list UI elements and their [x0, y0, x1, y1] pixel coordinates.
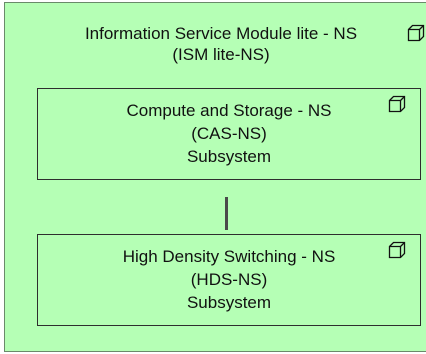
ism-lite-ns-container[interactable]: Information Service Module lite - NS (IS…	[4, 2, 426, 352]
cas-ns-node[interactable]: Compute and Storage - NS (CAS-NS) Subsys…	[37, 88, 421, 180]
hds-ns-abbrev: (HDS-NS)	[190, 270, 268, 289]
hds-ns-label: High Density Switching - NS (HDS-NS) Sub…	[62, 245, 396, 314]
cube-icon	[388, 241, 406, 259]
cube-icon	[407, 24, 425, 42]
cube-icon	[388, 95, 406, 113]
container-title-line2: (ISM lite-NS)	[172, 45, 270, 64]
composition-connector[interactable]	[225, 197, 228, 230]
container-title-line1: Information Service Module lite - NS	[84, 24, 358, 43]
hds-ns-name: High Density Switching - NS	[122, 247, 336, 266]
cas-ns-abbrev: (CAS-NS)	[191, 124, 267, 143]
container-title: Information Service Module lite - NS (IS…	[35, 23, 407, 65]
hds-ns-type: Subsystem	[186, 293, 272, 312]
hds-ns-node[interactable]: High Density Switching - NS (HDS-NS) Sub…	[37, 234, 421, 326]
cas-ns-label: Compute and Storage - NS (CAS-NS) Subsys…	[62, 99, 396, 168]
cas-ns-type: Subsystem	[186, 147, 272, 166]
cas-ns-name: Compute and Storage - NS	[126, 101, 332, 120]
